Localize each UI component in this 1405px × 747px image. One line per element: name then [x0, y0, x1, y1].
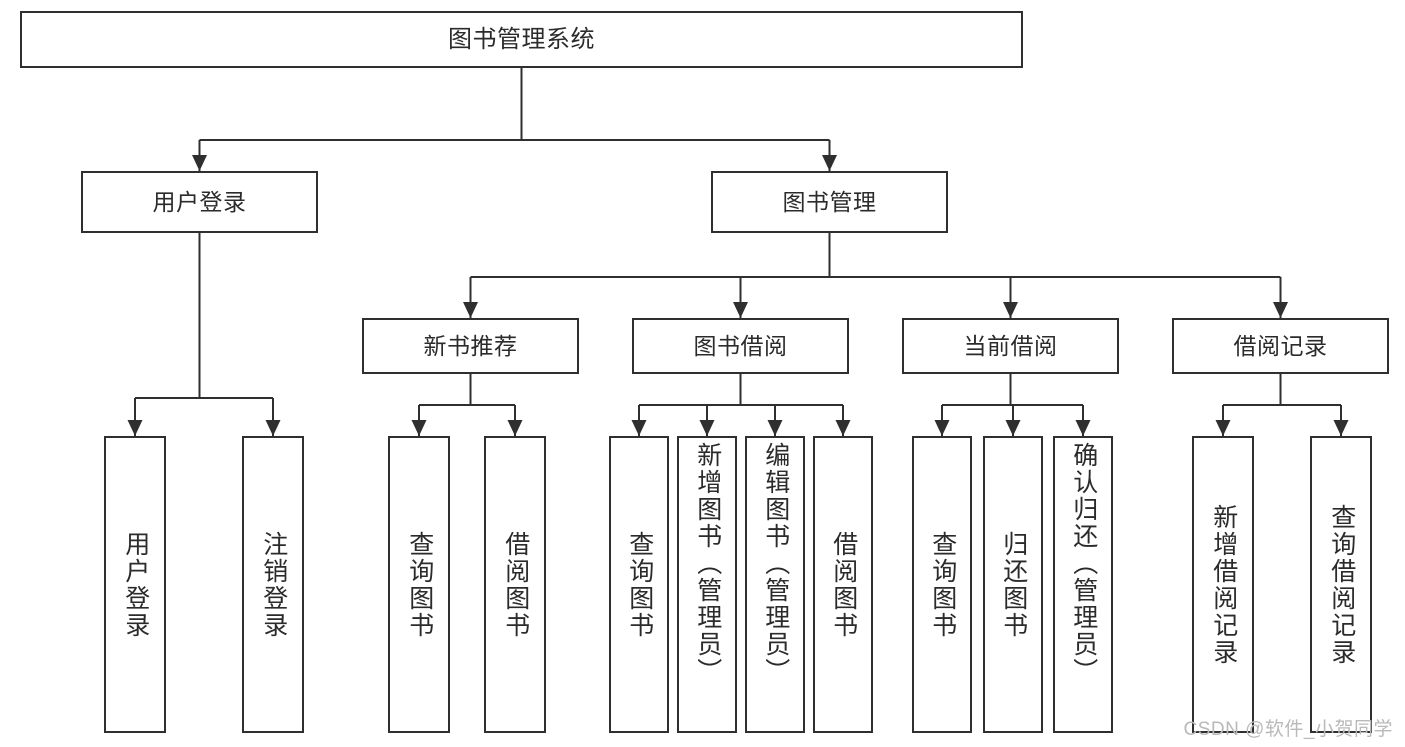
node-edit-book[interactable]: 编辑图书（管理员） — [745, 436, 805, 733]
node-root[interactable]: 图书管理系统 — [20, 11, 1023, 68]
node-label: 用户登录 — [152, 188, 247, 215]
node-confirm-return[interactable]: 确认归还（管理员） — [1053, 436, 1113, 733]
node-user-login[interactable]: 用户登录 — [104, 436, 166, 733]
node-label: 编辑图书（管理员） — [761, 442, 790, 685]
node-label: 查询图书 — [625, 530, 654, 639]
node-label: 图书借阅 — [693, 332, 788, 359]
watermark: CSDN @软件_小贺同学 — [1183, 719, 1393, 740]
node-label: 借阅记录 — [1233, 332, 1328, 359]
node-query-book-rec[interactable]: 查询图书 — [388, 436, 450, 733]
node-query-book-cur[interactable]: 查询图书 — [912, 436, 972, 733]
node-current-borrow[interactable]: 当前借阅 — [902, 318, 1119, 374]
node-label: 借阅图书 — [501, 530, 530, 639]
node-label: 归还图书 — [999, 530, 1028, 639]
node-new-book-recommend[interactable]: 新书推荐 — [362, 318, 579, 374]
node-label: 借阅图书 — [829, 530, 858, 639]
node-user-login[interactable]: 用户登录 — [81, 171, 318, 233]
node-add-book[interactable]: 新增图书（管理员） — [677, 436, 737, 733]
node-query-record[interactable]: 查询借阅记录 — [1310, 436, 1372, 733]
node-label: 新增借阅记录 — [1209, 503, 1238, 666]
node-label: 查询图书 — [405, 530, 434, 639]
node-label: 图书管理系统 — [448, 25, 595, 53]
node-return-book[interactable]: 归还图书 — [983, 436, 1043, 733]
node-label: 查询图书 — [928, 530, 957, 639]
node-label: 确认归还（管理员） — [1069, 442, 1098, 685]
node-label: 新书推荐 — [423, 332, 518, 359]
node-label: 当前借阅 — [963, 332, 1058, 359]
node-borrow-book-rec[interactable]: 借阅图书 — [484, 436, 546, 733]
node-borrow-record[interactable]: 借阅记录 — [1172, 318, 1389, 374]
node-label: 新增图书（管理员） — [693, 442, 722, 685]
node-label: 查询借阅记录 — [1327, 503, 1356, 666]
node-book-borrow[interactable]: 图书借阅 — [632, 318, 849, 374]
node-user-logout[interactable]: 注销登录 — [242, 436, 304, 733]
node-label: 用户登录 — [121, 530, 150, 639]
node-label: 图书管理 — [782, 188, 877, 215]
node-add-record[interactable]: 新增借阅记录 — [1192, 436, 1254, 733]
node-book-manage[interactable]: 图书管理 — [711, 171, 948, 233]
node-query-book-borrow[interactable]: 查询图书 — [609, 436, 669, 733]
node-borrow-book[interactable]: 借阅图书 — [813, 436, 873, 733]
node-label: 注销登录 — [259, 530, 288, 639]
